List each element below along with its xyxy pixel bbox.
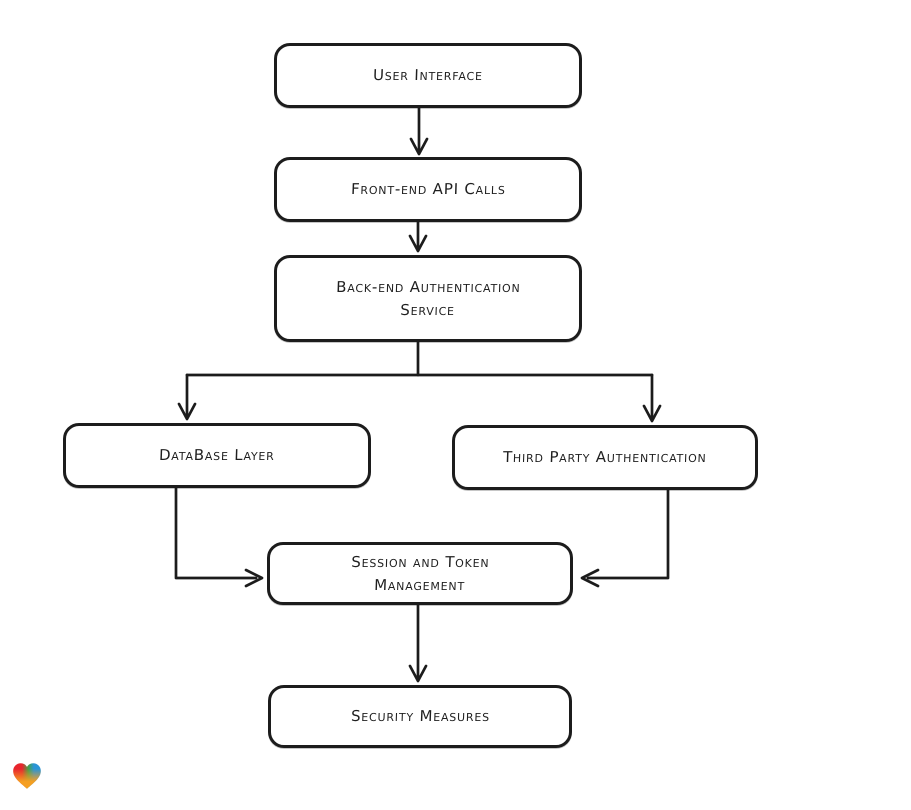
node-user-interface[interactable]: User Interface [274,43,582,108]
node-label: Front-end API Calls [350,180,506,199]
heart-logo[interactable] [10,759,44,793]
connector-third-party-to-session [580,488,670,588]
node-database-layer[interactable]: DataBase Layer [63,423,371,488]
node-front-end-api-calls[interactable]: Front-end API Calls [274,157,582,222]
node-label: Security Measures [350,707,490,726]
node-session-and-token-management[interactable]: Session and Token Management [267,542,573,605]
node-back-end-authentication-service[interactable]: Back-end Authentication Service [274,255,582,342]
connector-database-to-session [174,486,264,588]
node-label: User Interface [372,66,484,85]
node-security-measures[interactable]: Security Measures [268,685,572,748]
connector-back-end-branch [177,340,662,423]
connector-front-end-to-back-end [408,220,428,253]
connector-user-interface-to-front-end [409,106,429,156]
connector-session-to-security [408,603,428,683]
node-label: Back-end Authentication Service [335,278,521,319]
node-label: Session and Token Management [351,553,490,594]
node-label: Third Party Authentication [502,448,708,467]
node-label: DataBase Layer [158,446,276,465]
node-third-party-authentication[interactable]: Third Party Authentication [452,425,758,490]
heart-gradient-icon [13,763,41,789]
